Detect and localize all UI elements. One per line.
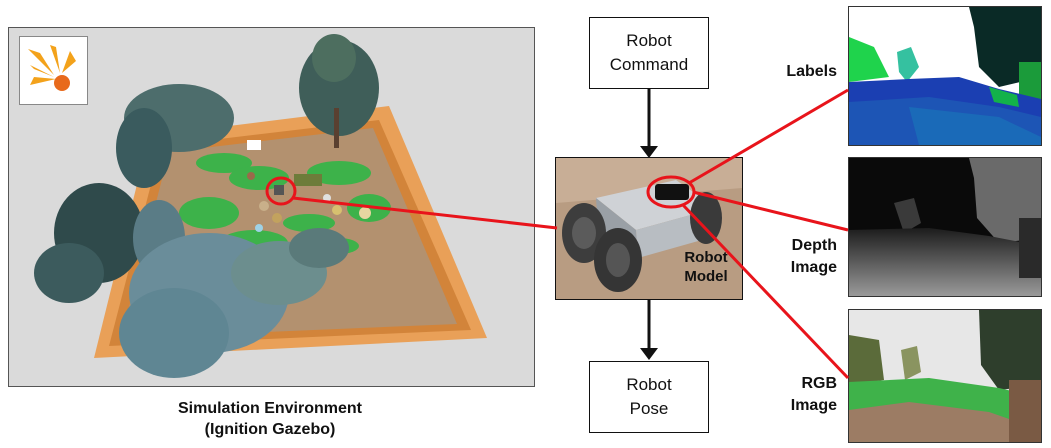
robot-command-line2: Command <box>609 55 689 74</box>
labels-image <box>848 6 1042 146</box>
labels-label: Labels <box>786 61 837 83</box>
sensor-to-rgb-line <box>681 203 850 380</box>
sensor-to-labels-line <box>688 88 849 185</box>
ignition-logo-icon <box>19 36 88 105</box>
depth-image <box>848 157 1042 297</box>
robot-model-line1: Robot <box>684 249 728 266</box>
sim-to-robot-line <box>292 196 558 230</box>
depth-line1: Depth <box>791 237 837 254</box>
robot-pose-line1: Robot <box>626 375 672 394</box>
labels-line1: Labels <box>786 63 837 80</box>
simulation-caption-line1: Simulation Environment <box>177 400 362 417</box>
robot-model-line2: Model <box>684 268 728 285</box>
rgb-line1: RGB <box>801 375 837 392</box>
robot-pose-line2: Pose <box>629 399 669 418</box>
simulation-caption: Simulation Environment (Ignition Gazebo) <box>100 398 440 440</box>
depth-line2: Image <box>790 259 837 276</box>
command-to-model-arrow <box>640 89 658 158</box>
robot-model-label: Robot Model <box>674 248 738 286</box>
robot-pose-box: Robot Pose <box>589 361 709 433</box>
rgb-line2: Image <box>790 397 837 414</box>
rgb-label: RGB Image <box>791 373 837 417</box>
depth-label: Depth Image <box>791 235 837 279</box>
simulation-environment-image <box>8 27 535 387</box>
robot-command-line1: Robot <box>626 31 672 50</box>
simulation-caption-line2: (Ignition Gazebo) <box>204 421 336 438</box>
rgb-image <box>848 309 1042 443</box>
sensor-to-depth-line <box>692 190 849 232</box>
robot-command-box: Robot Command <box>589 17 709 89</box>
model-to-pose-arrow <box>640 300 658 360</box>
